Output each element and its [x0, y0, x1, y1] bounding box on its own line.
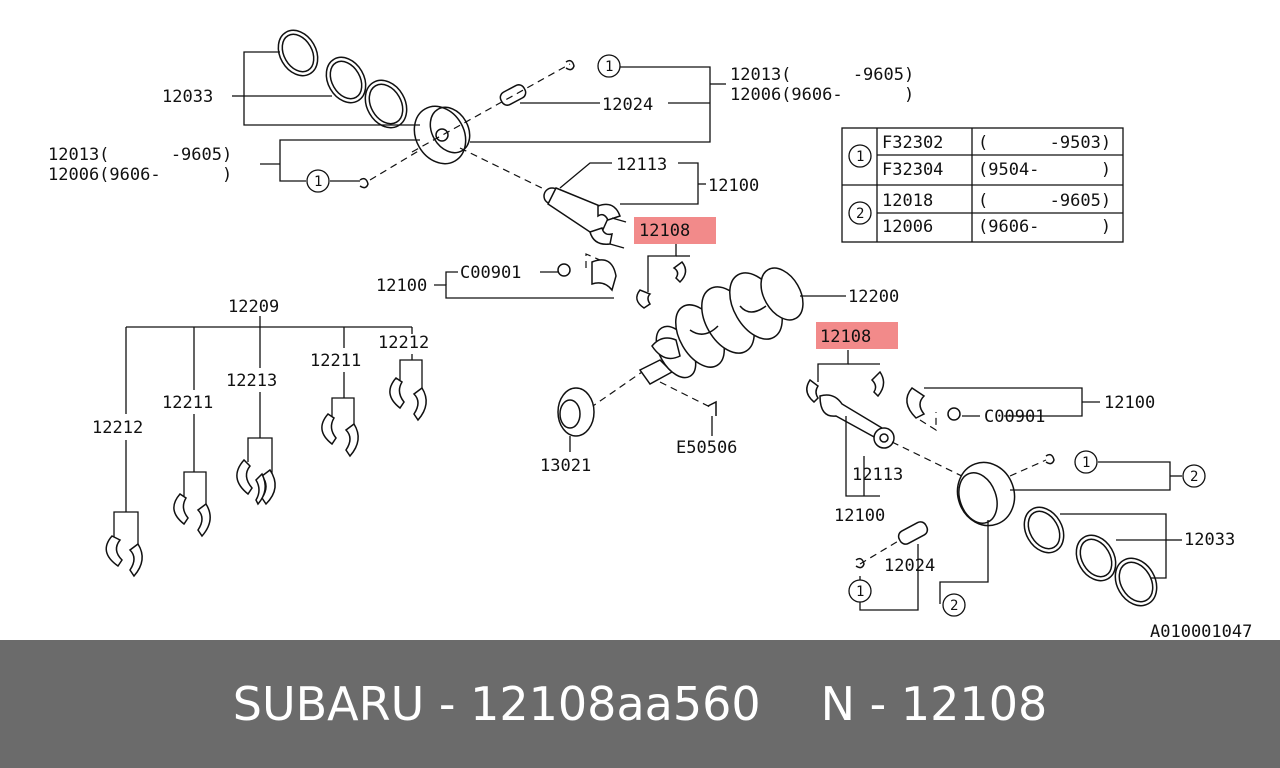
- reference-table: 1 2 F32302 ( -9503) F32304 (9504- ) 1201…: [841, 127, 1124, 243]
- label-12006-left: 12006(9606- ): [48, 165, 232, 185]
- marker-2-bottom: 2: [950, 598, 958, 614]
- table-range-0: ( -9503): [978, 133, 1111, 153]
- label-12209: 12209: [228, 297, 279, 317]
- label-12013-left: 12013( -9605): [48, 145, 232, 165]
- label-12213: 12213: [226, 371, 277, 391]
- table-marker-2: 2: [856, 206, 864, 222]
- label-12024-top: 12024: [602, 95, 653, 115]
- label-c00901-left: C00901: [460, 263, 521, 283]
- marker-1-top: 1: [605, 59, 613, 75]
- diagram-id: A010001047: [1150, 622, 1252, 640]
- bottom-piston-assembly: [855, 453, 1182, 611]
- marker-2-right: 2: [1190, 469, 1198, 485]
- top-bearing-shells: [636, 244, 690, 309]
- top-piston-assembly: [232, 29, 726, 193]
- table-marker-1: 1: [856, 149, 864, 165]
- label-12113-bottom: 12113: [852, 465, 903, 485]
- footer-ref-text: N - 12108: [820, 677, 1048, 731]
- crankshaft: [589, 267, 846, 436]
- label-12212-b: 12212: [378, 333, 429, 353]
- table-part-1: F32304: [882, 160, 943, 180]
- table-range-3: (9606- ): [978, 217, 1111, 237]
- top-connecting-rod: [543, 162, 706, 249]
- marker-1-right: 1: [1082, 455, 1090, 471]
- left-rod-cap: [434, 253, 617, 299]
- table-range-1: (9504- ): [978, 160, 1111, 180]
- label-13021: 13021: [540, 456, 591, 476]
- label-12100-left: 12100: [376, 276, 427, 296]
- bottom-connecting-rod: [819, 394, 971, 497]
- label-12108-top: 12108: [639, 221, 690, 241]
- parts-diagram: 12033 12024 12013( -9605) 12006(9606- ) …: [48, 29, 1252, 640]
- label-12100-right: 12100: [1104, 393, 1155, 413]
- label-12200: 12200: [848, 287, 899, 307]
- callout-labels: 12033 12024 12013( -9605) 12006(9606- ) …: [48, 65, 1252, 640]
- crank-sprocket: [557, 387, 595, 452]
- label-12024-bottom: 12024: [884, 556, 935, 576]
- table-part-2: 12018: [882, 191, 933, 211]
- highlight-12108-top: [634, 217, 716, 244]
- table-part-0: F32302: [882, 133, 943, 153]
- label-12100-bottom: 12100: [834, 506, 885, 526]
- highlight-12108-bottom: [816, 322, 898, 349]
- footer-bar: SUBARU - 12108aa560 N - 12108: [0, 640, 1280, 768]
- label-12033-bottom: 12033: [1184, 530, 1235, 550]
- label-12113-top: 12113: [616, 155, 667, 175]
- label-12211-a: 12211: [162, 393, 213, 413]
- label-12006-top: 12006(9606- ): [730, 85, 914, 105]
- table-range-2: ( -9605): [978, 191, 1111, 211]
- bearing-set-tree: [105, 316, 427, 578]
- label-12212-a: 12212: [92, 418, 143, 438]
- table-part-3: 12006: [882, 217, 933, 237]
- label-12033-top: 12033: [162, 87, 213, 107]
- label-12100-top: 12100: [708, 176, 759, 196]
- label-12013-top: 12013( -9605): [730, 65, 914, 85]
- label-12108-bottom: 12108: [820, 327, 871, 347]
- right-rod-cap: [906, 387, 1100, 432]
- marker-1-bottom: 1: [856, 584, 864, 600]
- label-c00901-right: C00901: [984, 407, 1045, 427]
- label-12211-b: 12211: [310, 351, 361, 371]
- circled-markers: 1 1 1 2 1 2: [306, 54, 1206, 617]
- marker-1-left: 1: [314, 174, 322, 190]
- bottom-bearing-shells: [806, 350, 885, 404]
- label-e50506: E50506: [676, 438, 737, 458]
- footer-part-text: SUBARU - 12108aa560: [232, 677, 761, 731]
